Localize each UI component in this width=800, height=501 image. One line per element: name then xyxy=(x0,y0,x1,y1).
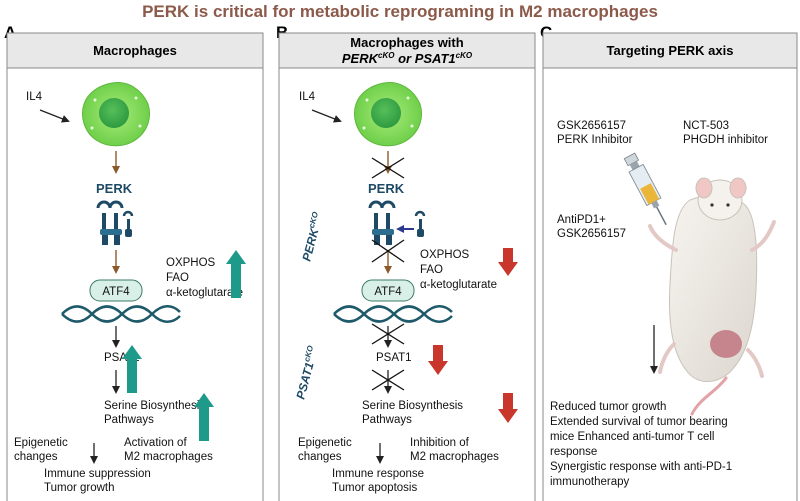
il4-arrow xyxy=(39,109,70,123)
serine-label-line1: Serine Biosynthesis xyxy=(104,400,205,412)
panel-a: A Macrophages IL4 PERK xyxy=(4,23,264,501)
side-perk-cko-label: PERKcKO xyxy=(298,210,326,263)
serine-label-line2: Pathways xyxy=(104,414,154,426)
perk-label-b: PERK xyxy=(368,181,405,196)
drug2-line2: PHGDH inhibitor xyxy=(683,134,768,146)
macrophage-cell-icon-b xyxy=(354,81,423,147)
drug3-line2: GSK2656157 xyxy=(557,228,626,240)
block-cross-serine-icon xyxy=(371,369,405,391)
result-line-2: Extended survival of tumor bearing xyxy=(550,416,728,428)
epigenetic-label-b-line2: changes xyxy=(298,451,342,463)
aketoglutarate-label: α-ketoglutarate xyxy=(166,287,243,299)
up-arrow-serine-icon xyxy=(194,393,214,441)
atf4-pill xyxy=(89,279,143,302)
down-arrow-psat1-icon xyxy=(428,345,448,375)
down-arrow-serine-icon xyxy=(498,393,518,423)
result-line-4: response xyxy=(550,446,597,458)
panel-a-header xyxy=(6,32,264,69)
inhibition-label-line2: M2 macrophages xyxy=(410,451,499,463)
tumor-growth-label: Tumor growth xyxy=(44,482,115,494)
panel-b-header xyxy=(278,32,536,69)
epigenetic-label-b-line1: Epigenetic xyxy=(298,437,352,449)
side-psat1-cko-label: PSAT1cKO xyxy=(292,344,321,401)
panel-c-header-text: Targeting PERK axis xyxy=(607,43,734,58)
immune-suppression-label: Immune suppression xyxy=(44,468,151,480)
activation-label-line2: M2 macrophages xyxy=(124,451,213,463)
epigenetic-label-line2: changes xyxy=(14,451,58,463)
result-line-3: mice Enhanced anti-tumor T cell xyxy=(550,431,715,443)
up-arrow-metab-icon xyxy=(226,250,246,298)
up-arrow-psat1-icon xyxy=(122,345,142,393)
il4-label-b: IL4 xyxy=(299,91,316,103)
result-line-1: Reduced tumor growth xyxy=(550,401,666,413)
drug1-line2: PERK Inhibitor xyxy=(557,134,633,146)
drug1-line1: GSK2656157 xyxy=(557,120,626,132)
immune-response-label: Immune response xyxy=(332,468,424,480)
panel-b-header-line1: Macrophages with xyxy=(350,35,463,50)
mouse-icon xyxy=(648,177,776,416)
drug2-line1: NCT-503 xyxy=(683,120,729,132)
block-cross-perk-icon xyxy=(371,157,405,179)
il4-label: IL4 xyxy=(26,91,43,103)
panel-b-header-line2: PERKcKO or PSAT1cKO xyxy=(342,51,473,66)
block-cross-psat1-icon xyxy=(371,323,405,345)
dna-helix-icon xyxy=(61,305,181,323)
serine-label-b-line1: Serine Biosynthesis xyxy=(362,400,463,412)
panel-c: C Targeting PERK axis GSK2656157 PERK In… xyxy=(540,23,798,501)
inhibition-label-line1: Inhibition of xyxy=(410,437,470,449)
syringe-icon xyxy=(623,152,667,226)
drug3-line1: AntiPD1+ xyxy=(557,214,606,226)
oxphos-label-b: OXPHOS xyxy=(420,249,470,261)
figure-title: PERK is critical for metabolic reprogram… xyxy=(142,2,658,21)
perk-label: PERK xyxy=(96,181,133,196)
dna-helix-icon-b xyxy=(333,305,453,323)
result-line-5: Synergistic response with anti-PD-1 xyxy=(550,461,732,473)
block-cross-atf4-icon xyxy=(371,239,405,263)
aketoglutarate-label-b: α-ketoglutarate xyxy=(420,279,497,291)
oxphos-label: OXPHOS xyxy=(166,257,216,269)
fao-label: FAO xyxy=(166,272,189,284)
tumor-apoptosis-label: Tumor apoptosis xyxy=(332,482,417,494)
epigenetic-label-line1: Epigenetic xyxy=(14,437,68,449)
perk-receptor-icon xyxy=(96,200,134,245)
fao-label-b: FAO xyxy=(420,264,443,276)
atf4-label-b: ATF4 xyxy=(374,286,402,298)
perk-receptor-icon-b xyxy=(368,200,426,245)
panel-b: B Macrophages with PERKcKO or PSAT1cKO I… xyxy=(276,23,536,501)
atf4-pill-b xyxy=(361,279,415,302)
serine-label-b-line2: Pathways xyxy=(362,414,412,426)
psat1-label-b: PSAT1 xyxy=(376,352,412,364)
atf4-label: ATF4 xyxy=(102,286,130,298)
panel-a-header-text: Macrophages xyxy=(93,43,177,58)
result-line-6: immunotherapy xyxy=(550,476,630,488)
macrophage-cell-icon xyxy=(82,81,151,147)
panel-c-header xyxy=(542,32,798,69)
activation-label-line1: Activation of xyxy=(124,437,187,449)
il4-arrow-b xyxy=(311,109,342,123)
down-arrow-metab-icon xyxy=(498,248,518,276)
